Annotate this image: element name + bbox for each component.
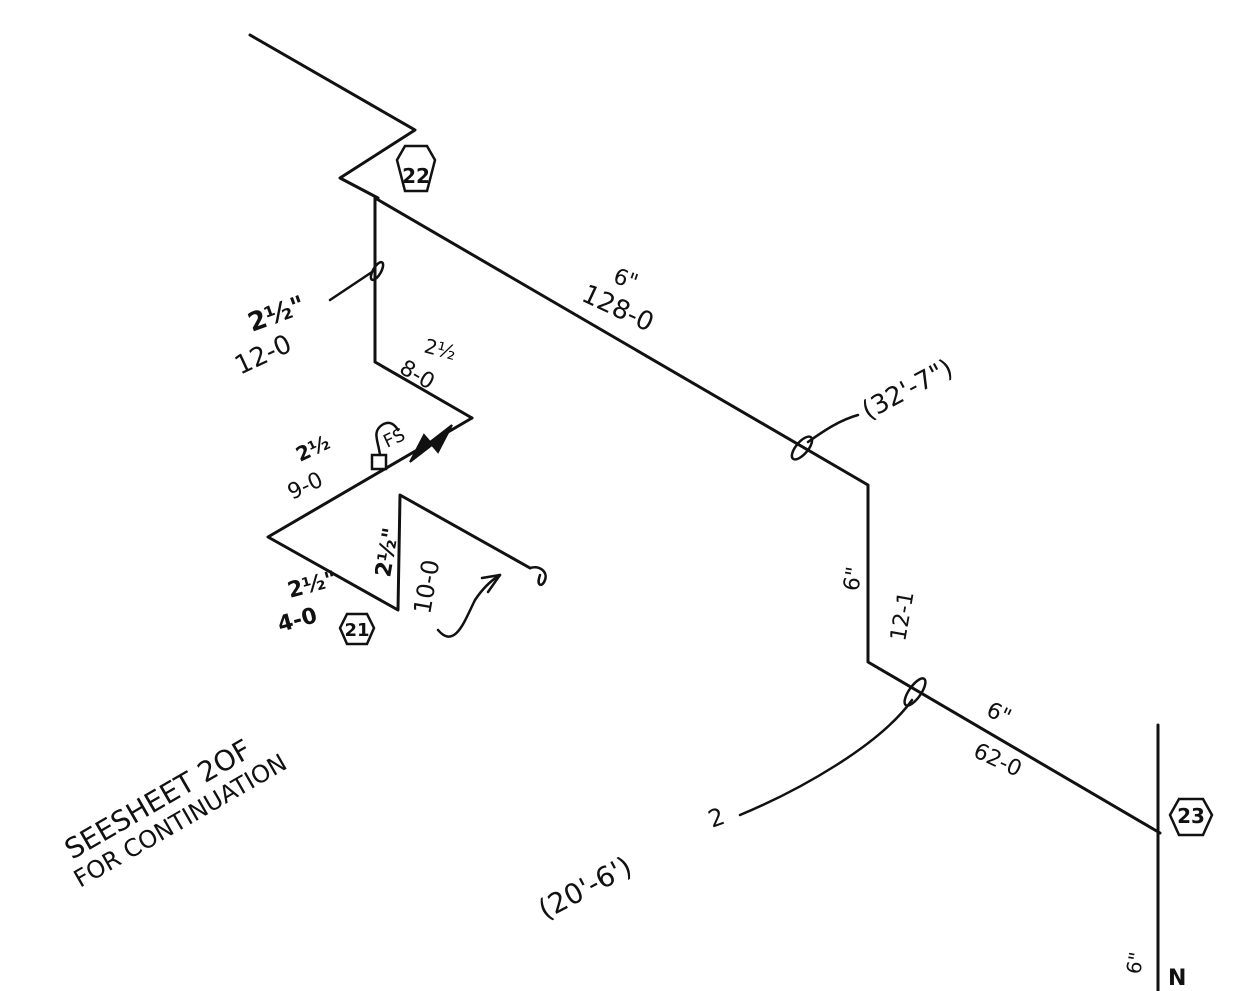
continuation-leader [436, 573, 502, 638]
upper-callout-ellipse [790, 435, 814, 461]
callout-upper: (32'-7") [857, 353, 958, 426]
upper-callout-leader [806, 413, 860, 444]
lower-run-size: 6" [982, 698, 1014, 731]
branch-b-size: 2½ [292, 430, 334, 466]
drop-length: 10-0 [408, 558, 445, 617]
flow-switch-icon [370, 421, 400, 471]
callout-lower: (20'-6') [533, 850, 637, 926]
riser-size: 2½" [244, 290, 309, 338]
continuation-arrowhead [480, 573, 502, 594]
node-21-label: 21 [344, 620, 369, 641]
lower-callout-leader [738, 698, 914, 817]
pipe-top-entry [248, 33, 417, 200]
vertical-size: 6" [839, 565, 868, 593]
lower-run-length: 62-0 [969, 739, 1025, 783]
pipe-branch-loop [266, 416, 532, 612]
branch-b-length: 9-0 [284, 468, 327, 506]
branch-c-length: 4-0 [275, 603, 320, 637]
pipe-main-run [373, 196, 1162, 835]
pipe-lines [248, 33, 1162, 991]
node-22: 22 [395, 144, 437, 193]
branch-a-size: 2½ [422, 334, 459, 365]
node-22-label: 22 [402, 164, 430, 188]
node-23-label: 23 [1177, 804, 1205, 828]
continuation-note: SEESHEET 2OF FOR CONTINUATION [59, 733, 292, 893]
pipe-break-symbol [528, 566, 547, 587]
bottom-size: 6" [1121, 950, 1148, 976]
vertical-length: 12-1 [886, 590, 919, 644]
callout-lower-tail: 2 [704, 802, 728, 834]
node-21: 21 [338, 612, 376, 646]
valve-icon [409, 424, 453, 463]
branch-a-length: 8-0 [395, 356, 439, 396]
flow-switch-label: FS [380, 424, 408, 452]
pipe-riser-branch [373, 196, 474, 420]
lower-callout-ellipse [903, 677, 927, 707]
bottom-direction: N [1168, 966, 1186, 991]
riser-length: 12-0 [230, 329, 296, 381]
branch-c-size: 2½" [285, 567, 339, 604]
node-23: 23 [1168, 797, 1214, 837]
riser-leader [328, 270, 374, 302]
riser-tick [369, 260, 385, 282]
pipe-markers [328, 260, 927, 817]
